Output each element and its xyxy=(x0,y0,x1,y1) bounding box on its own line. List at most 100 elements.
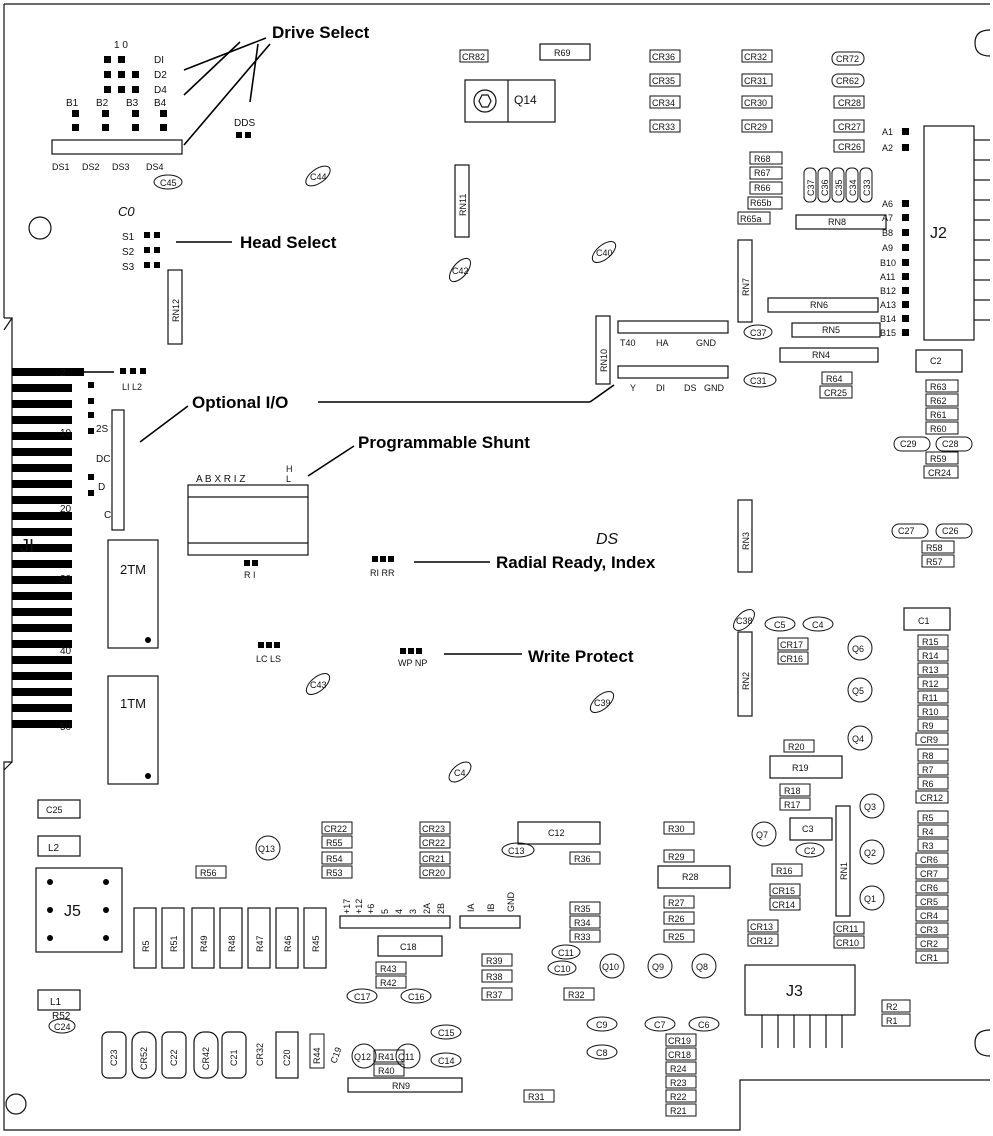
c4: C4 xyxy=(812,620,824,630)
callout-optional-io: Optional I/O xyxy=(192,393,288,412)
r33: R33 xyxy=(574,932,591,942)
c29: C29 xyxy=(900,439,917,449)
c35v: C35 xyxy=(834,179,844,196)
callout-programmable-shunt: Programmable Shunt xyxy=(358,433,530,452)
r63: R63 xyxy=(930,382,947,392)
c39: C39 xyxy=(594,698,611,708)
jumper-wpnp: WP NP xyxy=(398,658,427,668)
hdr-y: Y xyxy=(630,383,636,393)
rn1-label: RN1 xyxy=(839,862,849,880)
vr-r47: R47 xyxy=(255,935,265,952)
c44: C44 xyxy=(310,172,327,182)
r20: R20 xyxy=(788,742,805,752)
r12: R12 xyxy=(922,679,939,689)
l2: L2 xyxy=(48,843,60,854)
r25: R25 xyxy=(668,932,685,942)
r26: R26 xyxy=(668,914,685,924)
j3-connector xyxy=(744,964,856,1016)
hdr-ib: IB xyxy=(486,903,496,912)
r43: R43 xyxy=(380,964,397,974)
rn8 xyxy=(795,214,887,230)
c12-box xyxy=(517,821,601,845)
r30: R30 xyxy=(668,824,685,834)
header-ia-ib xyxy=(459,915,521,929)
cr25: CR25 xyxy=(824,388,847,398)
j2-b14: B14 xyxy=(880,314,896,324)
cr3: CR3 xyxy=(920,925,938,935)
r19-box xyxy=(769,755,843,779)
r29: R29 xyxy=(668,852,685,862)
c12: C12 xyxy=(548,828,565,838)
header-upper xyxy=(617,320,729,334)
ds-col-heads: 1 0 xyxy=(114,40,128,51)
c18-box xyxy=(377,935,443,957)
j2-b15: B15 xyxy=(880,328,896,338)
cr10: CR10 xyxy=(836,938,859,948)
hdr-gnd-up: GND xyxy=(696,338,717,348)
cr17: CR17 xyxy=(780,640,803,650)
cr36: CR36 xyxy=(652,52,675,62)
cr13: CR13 xyxy=(750,922,773,932)
r60: R60 xyxy=(930,424,947,434)
cr26: CR26 xyxy=(838,142,861,152)
j1-pin-50: 50 xyxy=(60,722,72,733)
cr62: CR62 xyxy=(836,76,859,86)
r65a: R65a xyxy=(740,214,762,224)
q14-regulator xyxy=(464,79,556,123)
la-r53: R53 xyxy=(326,868,343,878)
ds-b3: B3 xyxy=(126,98,139,109)
ds-ds3: DS3 xyxy=(112,162,130,172)
pwr-2b: 2B xyxy=(436,903,446,914)
r28: R28 xyxy=(682,872,699,882)
edge-notch xyxy=(974,1029,991,1057)
cr28: CR28 xyxy=(838,98,861,108)
j2-a11: A11 xyxy=(880,272,895,282)
r56: R56 xyxy=(200,868,217,878)
r27: R27 xyxy=(668,898,685,908)
vr-r46: R46 xyxy=(283,935,293,952)
r9: R9 xyxy=(922,721,934,731)
r65b: R65b xyxy=(750,198,772,208)
c37b: C37 xyxy=(750,328,767,338)
c42: C42 xyxy=(452,266,469,276)
c13: C13 xyxy=(508,846,525,856)
r31: R31 xyxy=(528,1092,545,1102)
c37v: C37 xyxy=(806,179,816,196)
r16: R16 xyxy=(776,866,793,876)
lb-cr21: CR21 xyxy=(422,854,445,864)
hs-s3: S3 xyxy=(122,262,135,273)
c23: C23 xyxy=(109,1049,119,1066)
c3-box xyxy=(789,817,833,841)
hdr-ia: IA xyxy=(466,903,476,912)
q4: Q4 xyxy=(852,734,864,744)
cr82: CR82 xyxy=(462,52,485,62)
rn9-label: RN9 xyxy=(392,1081,410,1091)
c40: C40 xyxy=(596,248,613,258)
r36: R36 xyxy=(574,854,591,864)
r68: R68 xyxy=(754,154,771,164)
vr-r49: R49 xyxy=(199,935,209,952)
lb-cr22: CR22 xyxy=(422,838,445,848)
r64: R64 xyxy=(826,374,843,384)
jumper-c: C xyxy=(104,510,111,521)
cr33: CR33 xyxy=(652,122,675,132)
r2: R2 xyxy=(886,1002,898,1012)
r18: R18 xyxy=(784,786,801,796)
ds-ds4: DS4 xyxy=(146,162,164,172)
l1: L1 xyxy=(50,997,62,1008)
r67: R67 xyxy=(754,168,771,178)
label-j1: JI xyxy=(20,536,34,556)
hdr-di: DI xyxy=(656,383,665,393)
cr24: CR24 xyxy=(928,468,951,478)
r40: R40 xyxy=(378,1066,395,1076)
r6: R6 xyxy=(922,779,934,789)
label-j3: J3 xyxy=(786,983,803,1000)
jumper-l1l2: LI L2 xyxy=(122,382,142,392)
label-j2: J2 xyxy=(930,225,947,242)
j2-pins xyxy=(974,139,990,321)
c11: C11 xyxy=(558,948,574,958)
r61: R61 xyxy=(930,410,947,420)
cs-cr19: CR19 xyxy=(668,1036,691,1046)
r57: R57 xyxy=(926,557,943,567)
rn5 xyxy=(791,322,881,338)
